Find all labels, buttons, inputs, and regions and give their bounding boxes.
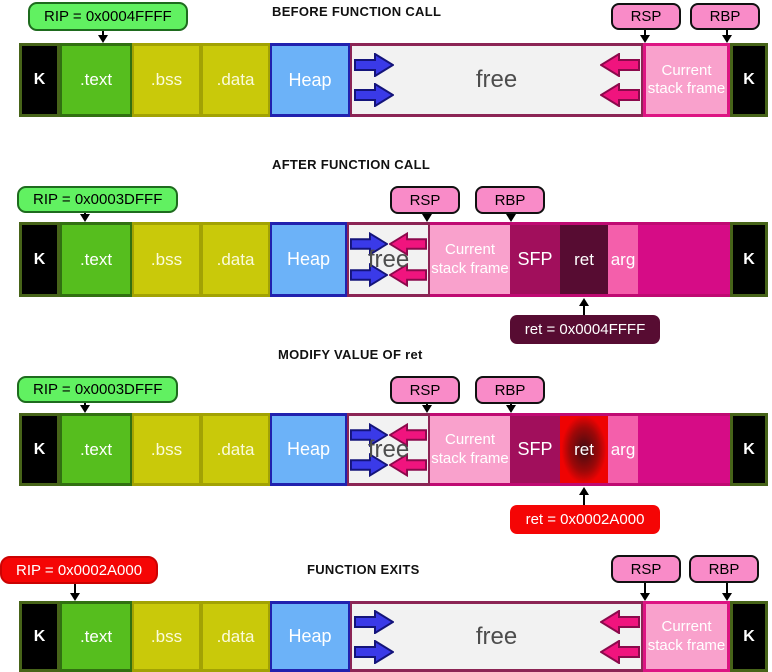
title-function-exits: FUNCTION EXITS	[307, 562, 420, 577]
heap-grow-arrow-icon	[354, 53, 394, 77]
heap-segment: Heap	[270, 43, 350, 117]
rbp-label-modify: RBP	[475, 376, 545, 404]
rbp-label-after: RBP	[475, 186, 545, 214]
rsp-label-modify: RSP	[390, 376, 460, 404]
current-stack-frame-segment: Current stack frame	[643, 601, 730, 672]
ret-value-label-after: ret = 0x0004FFFF	[510, 315, 660, 344]
stack-grow-arrow-icon	[389, 423, 427, 447]
kernel-segment: K	[19, 43, 60, 117]
heap-grow-arrow-icon	[354, 640, 394, 664]
bss-segment: .bss	[132, 413, 201, 486]
free-segment: free	[350, 601, 643, 672]
rsp-label-after: RSP	[390, 186, 460, 214]
rsp-label-before: RSP	[611, 3, 681, 30]
text-segment: .text	[60, 43, 132, 117]
data-segment: .data	[201, 222, 270, 297]
free-segment: free	[347, 222, 430, 297]
rip-label-exit: RIP = 0x0002A000	[0, 556, 159, 584]
text-segment: .text	[60, 413, 132, 486]
rip-label-after: RIP = 0x0003DFFF	[17, 186, 179, 213]
bss-segment: .bss	[132, 601, 201, 672]
heap-grow-arrow-icon	[350, 423, 388, 447]
heap-grow-arrow-icon	[354, 610, 394, 634]
rip-label-modify: RIP = 0x0003DFFF	[17, 376, 179, 403]
data-segment: .data	[201, 601, 270, 672]
stack-grow-arrow-icon	[600, 640, 640, 664]
title-after-call: AFTER FUNCTION CALL	[272, 157, 431, 172]
heap-segment: Heap	[270, 222, 347, 297]
heap-grow-arrow-icon	[350, 232, 388, 256]
arg-segment: arg	[608, 413, 638, 486]
kernel-segment: K	[730, 601, 768, 672]
stack-grow-arrow-icon	[389, 453, 427, 477]
memory-bar-after: K .text .bss .data Heap free Current sta…	[19, 222, 768, 297]
previous-stack-frame-segment	[638, 413, 730, 486]
stack-grow-arrow-icon	[600, 53, 640, 77]
data-segment: .data	[201, 43, 270, 117]
kernel-segment: K	[730, 413, 768, 486]
free-label: free	[367, 435, 410, 463]
memory-bar-exit: K .text .bss .data Heap free Current sta…	[19, 601, 768, 672]
kernel-segment: K	[19, 222, 60, 297]
bss-segment: .bss	[132, 222, 201, 297]
data-segment: .data	[201, 413, 270, 486]
current-stack-frame-segment: Current stack frame	[643, 43, 730, 117]
stack-grow-arrow-icon	[389, 263, 427, 287]
kernel-segment: K	[19, 601, 60, 672]
rip-label-before: RIP = 0x0004FFFF	[28, 2, 188, 31]
free-label: free	[475, 622, 518, 650]
current-stack-frame-segment: Current stack frame	[430, 222, 510, 297]
heap-grow-arrow-icon	[350, 263, 388, 287]
rbp-label-exit: RBP	[689, 555, 759, 583]
title-before-call: BEFORE FUNCTION CALL	[272, 4, 442, 19]
sfp-segment: SFP	[510, 413, 560, 486]
stack-grow-arrow-icon	[600, 610, 640, 634]
arg-segment: arg	[608, 222, 638, 297]
memory-bar-before: K .text .bss .data Heap free Current sta…	[19, 43, 768, 117]
free-label: free	[367, 245, 410, 273]
heap-grow-arrow-icon	[354, 83, 394, 107]
heap-segment: Heap	[270, 601, 350, 672]
title-modify-ret: MODIFY VALUE OF ret	[278, 347, 423, 362]
rbp-label-before: RBP	[690, 3, 760, 30]
ret-segment-modified: ret	[560, 413, 608, 486]
free-segment: free	[350, 43, 643, 117]
text-segment: .text	[60, 601, 132, 672]
bss-segment: .bss	[132, 43, 201, 117]
kernel-segment: K	[730, 43, 768, 117]
kernel-segment: K	[19, 413, 60, 486]
sfp-segment: SFP	[510, 222, 560, 297]
stack-grow-arrow-icon	[389, 232, 427, 256]
free-segment: free	[347, 413, 430, 486]
previous-stack-frame-segment	[638, 222, 730, 297]
heap-grow-arrow-icon	[350, 453, 388, 477]
current-stack-frame-segment: Current stack frame	[430, 413, 510, 486]
free-label: free	[475, 66, 518, 93]
ret-value-label-modify: ret = 0x0002A000	[510, 505, 660, 534]
text-segment: .text	[60, 222, 132, 297]
heap-segment: Heap	[270, 413, 347, 486]
memory-bar-modify: K .text .bss .data Heap free Current sta…	[19, 413, 768, 486]
kernel-segment: K	[730, 222, 768, 297]
ret-segment: ret	[560, 222, 608, 297]
rsp-label-exit: RSP	[611, 555, 681, 583]
stack-grow-arrow-icon	[600, 83, 640, 107]
